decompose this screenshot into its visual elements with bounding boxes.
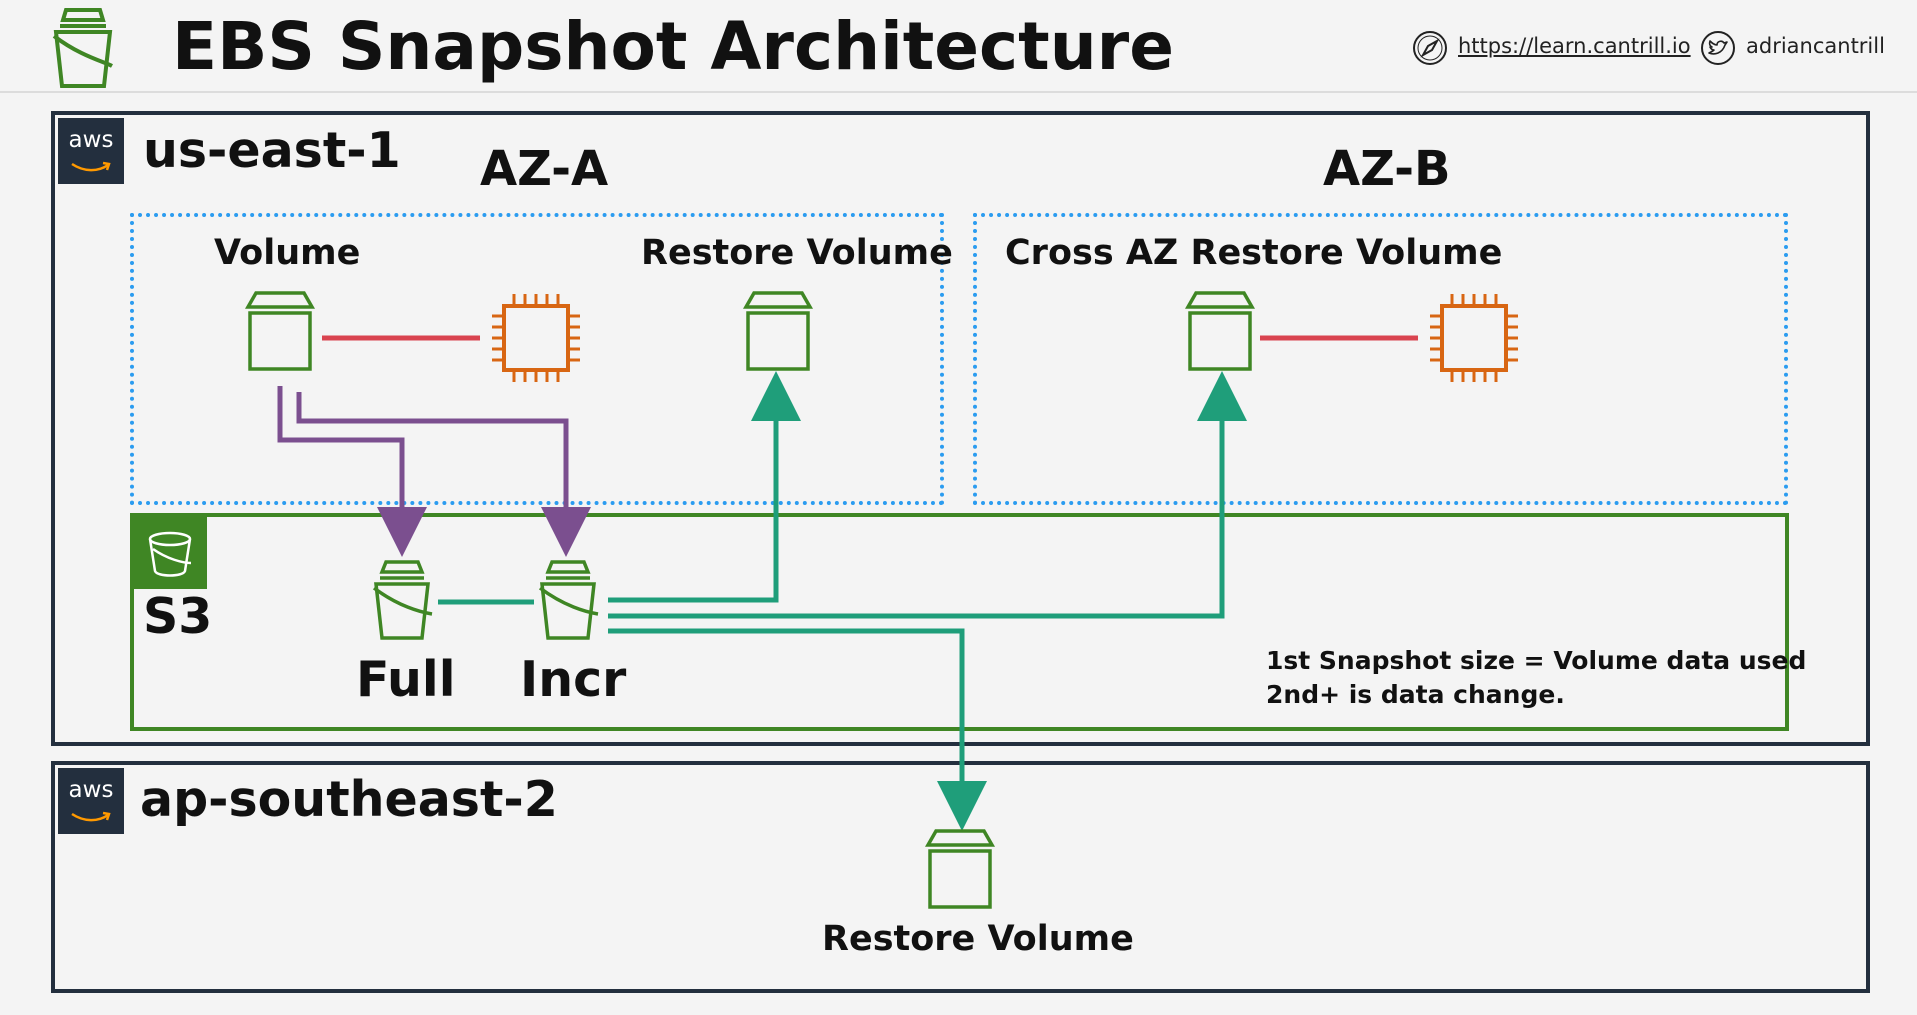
s3-label: S3	[143, 588, 213, 645]
ec2-instance-icon	[1428, 292, 1520, 384]
page-title: EBS Snapshot Architecture	[172, 8, 1174, 85]
restore-volume-label: Restore Volume	[641, 233, 953, 273]
snapshot-bucket-icon	[538, 560, 600, 640]
ec2-instance-icon	[490, 292, 582, 384]
volume-label: Volume	[214, 233, 361, 273]
region-label-us-east-1: us-east-1	[143, 122, 401, 179]
az-a-box	[130, 213, 944, 505]
az-label-a: AZ-A	[480, 141, 609, 197]
cross-az-restore-label: Cross AZ Restore Volume	[1005, 233, 1503, 273]
region-label-ap-southeast-2: ap-southeast-2	[140, 771, 558, 828]
dr-restore-volume-label: Restore Volume	[822, 919, 1134, 959]
aws-logo-icon: aws	[58, 768, 124, 834]
s3-bucket-icon	[133, 515, 207, 589]
snapshot-note-line2: 2nd+ is data change.	[1266, 680, 1565, 709]
aws-logo-icon: aws	[58, 118, 124, 184]
snapshot-note-line1: 1st Snapshot size = Volume data used	[1266, 646, 1807, 675]
snapshot-bucket-icon	[372, 560, 434, 640]
ebs-volume-icon	[1186, 291, 1254, 371]
restore-arrow-cross-region	[608, 628, 987, 831]
header-divider	[0, 91, 1917, 93]
twitter-handle[interactable]: adriancantrill	[1746, 34, 1885, 58]
ebs-volume-icon	[744, 291, 812, 371]
safari-icon[interactable]	[1412, 30, 1448, 70]
header-logo-bucket-icon	[50, 6, 116, 94]
incr-snapshot-label: Incr	[520, 651, 627, 708]
ebs-volume-icon	[926, 829, 994, 909]
az-b-box	[973, 213, 1788, 505]
restore-arrow-az-a	[608, 371, 801, 603]
website-link[interactable]: https://learn.cantrill.io	[1458, 34, 1691, 58]
az-label-b: AZ-B	[1323, 141, 1451, 197]
twitter-icon[interactable]	[1700, 30, 1736, 70]
ebs-volume-icon	[246, 291, 314, 371]
restore-arrow-az-b	[608, 371, 1247, 619]
full-snapshot-label: Full	[356, 651, 456, 708]
snapshot-arrow-incr	[296, 392, 591, 557]
snapshot-arrow-full	[277, 386, 427, 557]
snapshot-note: 1st Snapshot size = Volume data used 2nd…	[1266, 644, 1806, 712]
